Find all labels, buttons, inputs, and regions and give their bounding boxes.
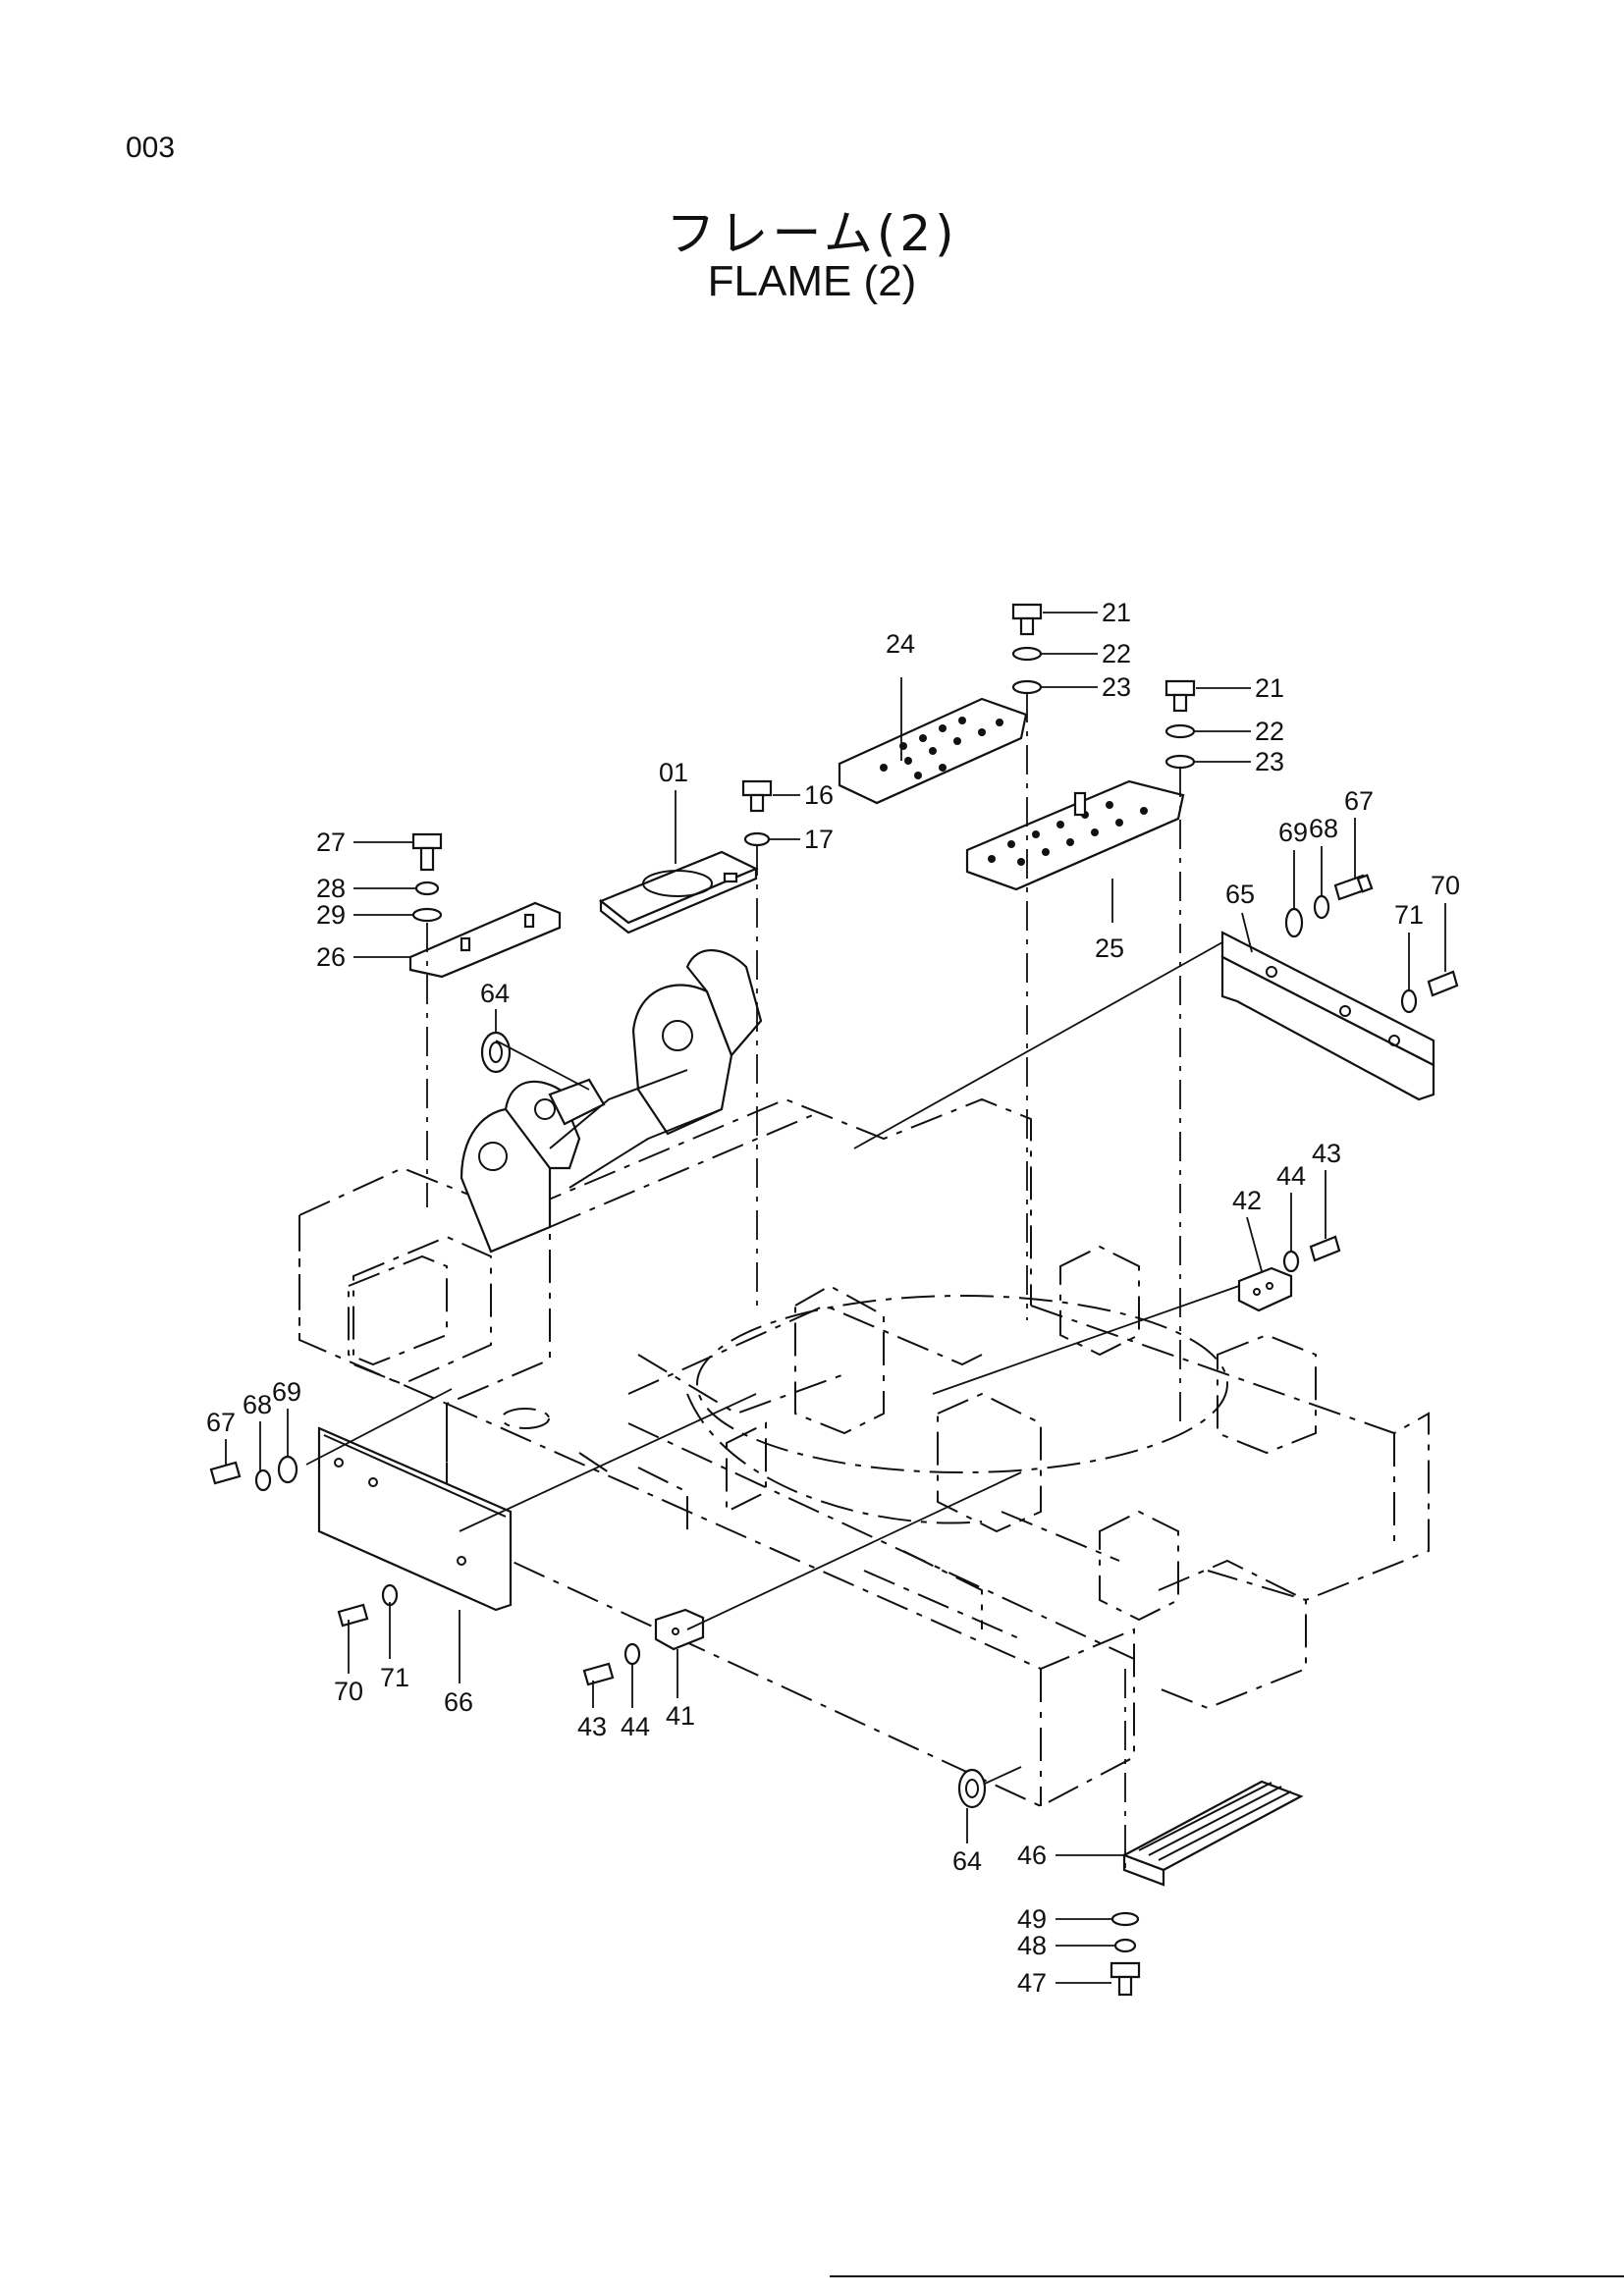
part-25-cover-plate <box>965 779 1185 891</box>
part-24-cover-plate <box>838 697 1028 805</box>
part-42-bracket <box>1237 1266 1293 1312</box>
callout-49: 49 <box>1017 1904 1047 1934</box>
callout-24: 24 <box>886 629 915 659</box>
callout-22-a: 22 <box>1102 639 1131 668</box>
page-title-english: FLAME (2) <box>707 257 917 305</box>
callout-42: 42 <box>1232 1186 1262 1215</box>
callout-47: 47 <box>1017 1968 1047 1998</box>
page-title-japanese: フレーム(2) <box>666 205 958 262</box>
callout-71-a: 71 <box>1394 900 1424 930</box>
callout-70-a: 70 <box>1431 871 1460 900</box>
callout-69-a: 69 <box>1278 818 1308 847</box>
callout-22-b: 22 <box>1255 717 1284 746</box>
part-01-center-plate <box>598 850 759 934</box>
callout-69-b: 69 <box>272 1377 301 1407</box>
callout-leaders <box>225 612 1446 1984</box>
callout-41: 41 <box>666 1701 695 1731</box>
callout-70-b: 70 <box>334 1677 363 1706</box>
callout-71-b: 71 <box>380 1663 409 1692</box>
part-46-step-grating <box>1121 1780 1304 1887</box>
callout-21-a: 21 <box>1102 598 1131 627</box>
callout-68-a: 68 <box>1309 814 1338 843</box>
callout-68-b: 68 <box>243 1390 272 1419</box>
callout-17: 17 <box>804 825 834 854</box>
part-66-front-plate <box>317 1426 513 1612</box>
callout-64-a: 64 <box>480 979 510 1008</box>
callout-23-a: 23 <box>1102 672 1131 702</box>
assembly-lines <box>305 693 1240 1870</box>
part-26-bracket <box>408 901 562 979</box>
callout-64-b: 64 <box>952 1846 982 1876</box>
callout-labels: 01 16 17 21 22 23 21 22 23 24 25 26 27 2… <box>206 598 1460 1998</box>
callout-43-a: 43 <box>1312 1139 1341 1168</box>
callout-28: 28 <box>316 874 346 903</box>
callout-66: 66 <box>444 1687 473 1717</box>
callout-27: 27 <box>316 828 346 857</box>
callout-44-b: 44 <box>621 1712 650 1741</box>
callout-26: 26 <box>316 942 346 972</box>
callout-43-b: 43 <box>577 1712 607 1741</box>
callout-48: 48 <box>1017 1931 1047 1960</box>
page-number: 003 <box>126 132 176 164</box>
fasteners <box>209 603 1459 1997</box>
callout-01: 01 <box>659 758 688 787</box>
callout-16: 16 <box>804 780 834 810</box>
callout-65: 65 <box>1225 880 1255 909</box>
callout-46: 46 <box>1017 1841 1047 1870</box>
footer-rule <box>830 2275 1624 2277</box>
boom-foot-brackets <box>460 949 763 1254</box>
callout-44-a: 44 <box>1276 1161 1306 1191</box>
part-41-bracket <box>654 1608 705 1651</box>
callout-29: 29 <box>316 900 346 930</box>
part-65-side-plate <box>1220 931 1435 1101</box>
callout-25: 25 <box>1095 934 1124 963</box>
callout-67-a: 67 <box>1344 786 1374 816</box>
callout-21-b: 21 <box>1255 673 1284 703</box>
callout-67-b: 67 <box>206 1408 236 1437</box>
callout-23-b: 23 <box>1255 747 1284 776</box>
